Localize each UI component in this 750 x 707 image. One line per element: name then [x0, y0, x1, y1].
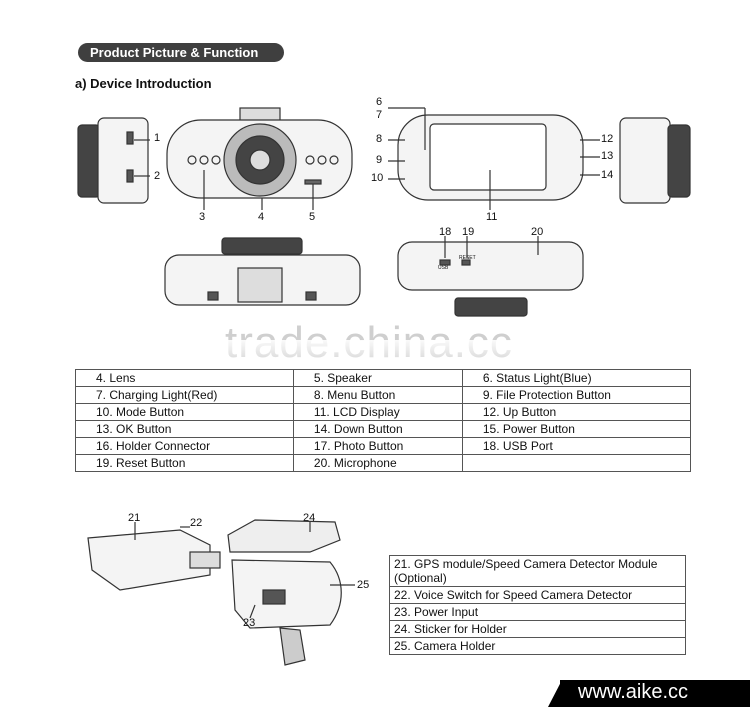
callout-8: 8 — [376, 133, 383, 145]
callout-6: 6 — [376, 96, 383, 108]
callout-11: 11 — [486, 211, 498, 223]
table-row: 25. Camera Holder — [389, 637, 686, 655]
table-row: 19. Reset Button 20. Microphone — [75, 454, 692, 472]
camera-holder — [227, 519, 355, 666]
table-cell: 22. Voice Switch for Speed Camera Detect… — [389, 586, 686, 604]
callout-4: 4 — [258, 211, 265, 223]
table-row: 7. Charging Light(Red) 8. Menu Button 9.… — [75, 386, 692, 404]
table-row: 21. GPS module/Speed Camera Detector Mod… — [389, 555, 686, 587]
callout-1: 1 — [154, 132, 161, 144]
callout-22: 22 — [190, 517, 203, 529]
table-cell: 7. Charging Light(Red) — [75, 386, 294, 404]
table-cell: 10. Mode Button — [75, 403, 294, 421]
callout-20: 20 — [531, 226, 544, 238]
table-cell: 4. Lens — [75, 369, 294, 387]
side-view-left — [77, 117, 150, 204]
callout-7: 7 — [376, 109, 383, 121]
callout-19: 19 — [462, 226, 475, 238]
callout-3: 3 — [199, 211, 206, 223]
table-row: 10. Mode Button 11. LCD Display 12. Up B… — [75, 403, 692, 421]
function-table: 4. Lens 5. Speaker 6. Status Light(Blue)… — [75, 369, 692, 472]
fade-overlay — [60, 340, 700, 368]
table-row: 13. OK Button 14. Down Button 15. Power … — [75, 420, 692, 438]
bottom-view-right — [397, 236, 584, 317]
callout-18: 18 — [439, 226, 452, 238]
footer-bar — [560, 680, 750, 707]
table-cell: 6. Status Light(Blue) — [461, 369, 692, 387]
bottom-view-left — [164, 237, 361, 306]
section-subtitle: a) Device Introduction — [75, 76, 212, 91]
callout-21: 21 — [128, 512, 141, 524]
table-cell: 17. Photo Button — [292, 437, 463, 455]
callout-5: 5 — [309, 211, 316, 223]
accessory-table: 21. GPS module/Speed Camera Detector Mod… — [389, 555, 686, 655]
table-cell: 15. Power Button — [461, 420, 692, 438]
side-view-right — [619, 117, 691, 204]
front-view — [166, 107, 353, 210]
table-cell: 5. Speaker — [292, 369, 463, 387]
table-cell: 21. GPS module/Speed Camera Detector Mod… — [389, 555, 686, 587]
reset-label: RESET — [459, 255, 476, 261]
usb-port-label: USB — [438, 265, 449, 271]
section-badge: Product Picture & Function — [78, 43, 284, 62]
table-cell: 9. File Protection Button — [461, 386, 692, 404]
table-cell: 19. Reset Button — [75, 454, 294, 472]
back-view — [388, 107, 600, 210]
callout-10: 10 — [371, 172, 384, 184]
table-cell: 24. Sticker for Holder — [389, 620, 686, 638]
table-cell: 12. Up Button — [461, 403, 692, 421]
table-row: 4. Lens 5. Speaker 6. Status Light(Blue) — [75, 369, 692, 387]
table-cell: 16. Holder Connector — [75, 437, 294, 455]
callout-24: 24 — [303, 512, 316, 524]
table-cell — [461, 454, 692, 472]
table-cell: 8. Menu Button — [292, 386, 463, 404]
table-cell: 11. LCD Display — [292, 403, 463, 421]
table-row: 16. Holder Connector 17. Photo Button 18… — [75, 437, 692, 455]
callout-23: 23 — [243, 617, 256, 629]
gps-module — [87, 522, 221, 591]
callout-9: 9 — [376, 154, 383, 166]
table-cell: 23. Power Input — [389, 603, 686, 621]
callout-14: 14 — [601, 169, 614, 181]
callout-12: 12 — [601, 133, 614, 145]
callout-13: 13 — [601, 150, 614, 162]
table-cell: 20. Microphone — [292, 454, 463, 472]
callout-25: 25 — [357, 579, 370, 591]
table-row: 24. Sticker for Holder — [389, 620, 686, 638]
table-row: 23. Power Input — [389, 603, 686, 621]
table-cell: 13. OK Button — [75, 420, 294, 438]
table-row: 22. Voice Switch for Speed Camera Detect… — [389, 586, 686, 604]
callout-2: 2 — [154, 170, 161, 182]
table-cell: 14. Down Button — [292, 420, 463, 438]
footer-slant — [548, 680, 562, 707]
table-cell: 25. Camera Holder — [389, 637, 686, 655]
footer-url[interactable]: www.aike.cc — [578, 681, 689, 703]
table-cell: 18. USB Port — [461, 437, 692, 455]
